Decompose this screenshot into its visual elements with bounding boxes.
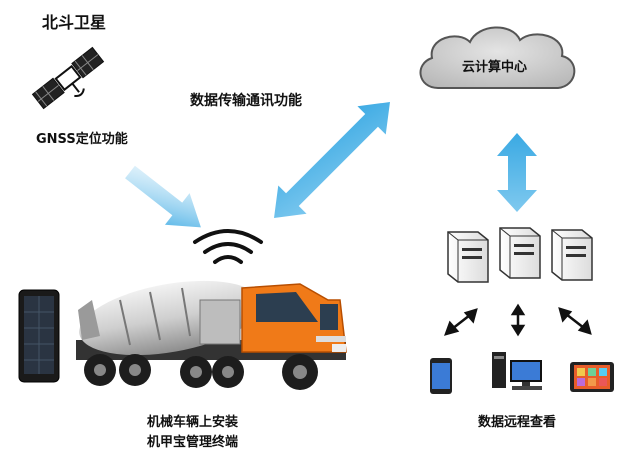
- remote-view-caption: 数据远程查看: [478, 415, 557, 430]
- arrow-to-tablet: [558, 307, 592, 335]
- vehicle-caption-line1: 机械车辆上安装: [147, 415, 239, 430]
- satellite-icon: [31, 46, 105, 110]
- truck-icon: [76, 280, 347, 390]
- gnss-label: GNSS定位功能: [36, 132, 128, 147]
- desktop-icon: [492, 352, 542, 390]
- phone-icon: [430, 358, 452, 394]
- arrow-satellite-to-terminal: [125, 165, 201, 228]
- gps-tracker-icon: [18, 289, 60, 383]
- satellite-title: 北斗卫星: [42, 13, 107, 32]
- vehicle-caption-line2: 机甲宝管理终端: [147, 435, 239, 450]
- server-icon: [447, 231, 489, 283]
- cloud-label: 云计算中心: [462, 60, 528, 75]
- arrow-terminal-cloud: [274, 102, 390, 218]
- tablet-icon: [570, 362, 614, 392]
- comm-label: 数据传输通讯功能: [190, 93, 302, 109]
- arrow-to-desktop: [510, 303, 526, 337]
- cloud-icon: [419, 26, 576, 89]
- signal-waves-icon: [193, 229, 263, 264]
- arrow-to-phone: [444, 308, 478, 336]
- server-icon: [551, 229, 593, 281]
- server-icon: [499, 227, 541, 279]
- arrow-cloud-servers: [497, 133, 537, 212]
